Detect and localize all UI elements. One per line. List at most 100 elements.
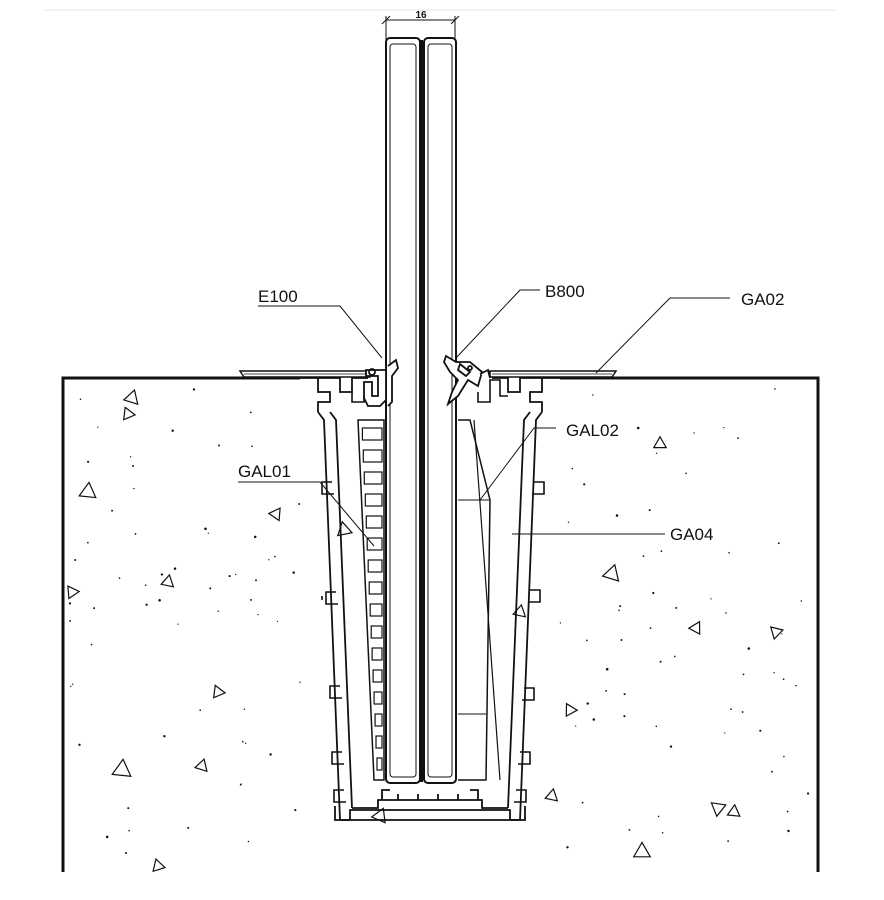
concrete-speck xyxy=(127,807,130,810)
concrete-aggregates xyxy=(67,388,785,873)
gal01-tooth xyxy=(373,691,383,705)
aggregate-triangle xyxy=(687,620,701,636)
concrete-speck xyxy=(111,509,114,512)
aggregate-triangle xyxy=(78,481,97,499)
aggregate-triangle xyxy=(601,563,620,582)
concrete-speck xyxy=(619,605,622,608)
concrete-speck xyxy=(618,609,620,611)
concrete-speck xyxy=(160,573,164,576)
gal01-tooth xyxy=(370,625,383,639)
concrete-speck xyxy=(742,673,745,676)
concrete-speck xyxy=(655,452,658,455)
label-ga04: GA04 xyxy=(670,525,713,544)
concrete-speck xyxy=(623,693,626,696)
aggregate-triangle xyxy=(544,787,559,802)
concrete-speck xyxy=(251,445,253,448)
right-anchor-fins xyxy=(514,481,545,803)
gal01-tooth xyxy=(365,515,383,529)
concrete-speck xyxy=(660,550,663,552)
concrete-speck xyxy=(737,437,739,439)
concrete-speck xyxy=(134,533,137,535)
concrete-speck xyxy=(243,708,246,710)
concrete-speck xyxy=(268,559,270,561)
right-inner-flange xyxy=(477,379,508,403)
concrete-speck xyxy=(725,612,727,614)
label-gal02: GAL02 xyxy=(566,421,619,440)
concrete-speck xyxy=(581,801,584,804)
label-ga02: GA02 xyxy=(741,290,784,309)
concrete-speck xyxy=(145,603,148,606)
concrete-speck xyxy=(187,826,190,829)
concrete-speck xyxy=(69,619,72,622)
concrete-speck xyxy=(730,708,732,711)
concrete-speck xyxy=(249,411,252,414)
concrete-speck xyxy=(623,715,626,718)
aggregate-triangle xyxy=(67,585,81,600)
concrete-speck xyxy=(566,846,569,849)
gal01-serrations xyxy=(361,427,383,771)
concrete-speck xyxy=(655,725,658,728)
aggregate-triangle xyxy=(122,406,137,421)
concrete-speck xyxy=(255,579,257,582)
concrete-speck xyxy=(217,610,219,612)
aggregate-triangle xyxy=(122,388,139,406)
gal01-tooth xyxy=(368,581,383,595)
concrete-speck xyxy=(781,633,783,635)
concrete-speck xyxy=(592,718,596,721)
concrete-speck xyxy=(125,852,127,854)
concrete-speck xyxy=(693,432,695,434)
concrete-speck xyxy=(800,600,803,602)
concrete-speck xyxy=(173,567,177,570)
concrete-speck xyxy=(298,503,301,505)
concrete-speck xyxy=(207,532,209,534)
gal01-tooth xyxy=(374,713,383,727)
concrete-speck xyxy=(158,599,161,602)
gal01-tooth xyxy=(361,427,383,441)
concrete-speck xyxy=(292,571,295,574)
concrete-speck xyxy=(257,613,259,616)
concrete-speck xyxy=(649,627,652,630)
gal01-tooth xyxy=(363,471,383,485)
aggregate-triangle xyxy=(565,702,579,718)
concrete-speck xyxy=(628,828,631,831)
concrete-speck xyxy=(806,792,810,795)
concrete-speck xyxy=(675,606,678,609)
concrete-speck xyxy=(795,684,797,687)
concrete-speck xyxy=(759,729,762,732)
concrete-speck xyxy=(90,643,93,646)
concrete-speck xyxy=(657,815,660,818)
concrete-speck xyxy=(710,598,712,600)
concrete-speck xyxy=(592,394,594,396)
gal01-tooth xyxy=(366,537,383,551)
concrete-speck xyxy=(87,541,89,544)
concrete-speck xyxy=(724,732,726,734)
gal01-tooth xyxy=(364,493,383,507)
concrete-speck xyxy=(70,685,72,687)
concrete-speck xyxy=(747,647,751,650)
concrete-speck xyxy=(87,460,90,463)
concrete-speck xyxy=(128,829,130,832)
gal01-tooth xyxy=(375,735,383,749)
aggregate-triangle xyxy=(152,857,167,873)
concrete-speck xyxy=(250,598,252,601)
concrete-speck xyxy=(605,690,607,692)
aggregate-triangle xyxy=(111,758,132,778)
concrete-speck xyxy=(218,444,220,447)
concrete-speck xyxy=(132,465,135,467)
concrete-speck xyxy=(777,542,780,545)
concrete-speck xyxy=(276,620,279,623)
concrete-speck xyxy=(723,426,725,429)
concrete-speck xyxy=(636,426,640,430)
concrete-speck xyxy=(144,584,147,587)
aggregate-triangle xyxy=(512,603,527,618)
glass-dimension-value: 16 xyxy=(415,10,427,21)
concrete-speck xyxy=(199,709,202,712)
concrete-speck xyxy=(228,575,231,578)
concrete-speck xyxy=(727,840,729,842)
concrete-speck xyxy=(204,527,207,531)
concrete-speck xyxy=(133,487,135,490)
gal01-wedge xyxy=(357,419,385,781)
concrete-speck xyxy=(97,426,99,428)
concrete-speck xyxy=(586,702,589,705)
